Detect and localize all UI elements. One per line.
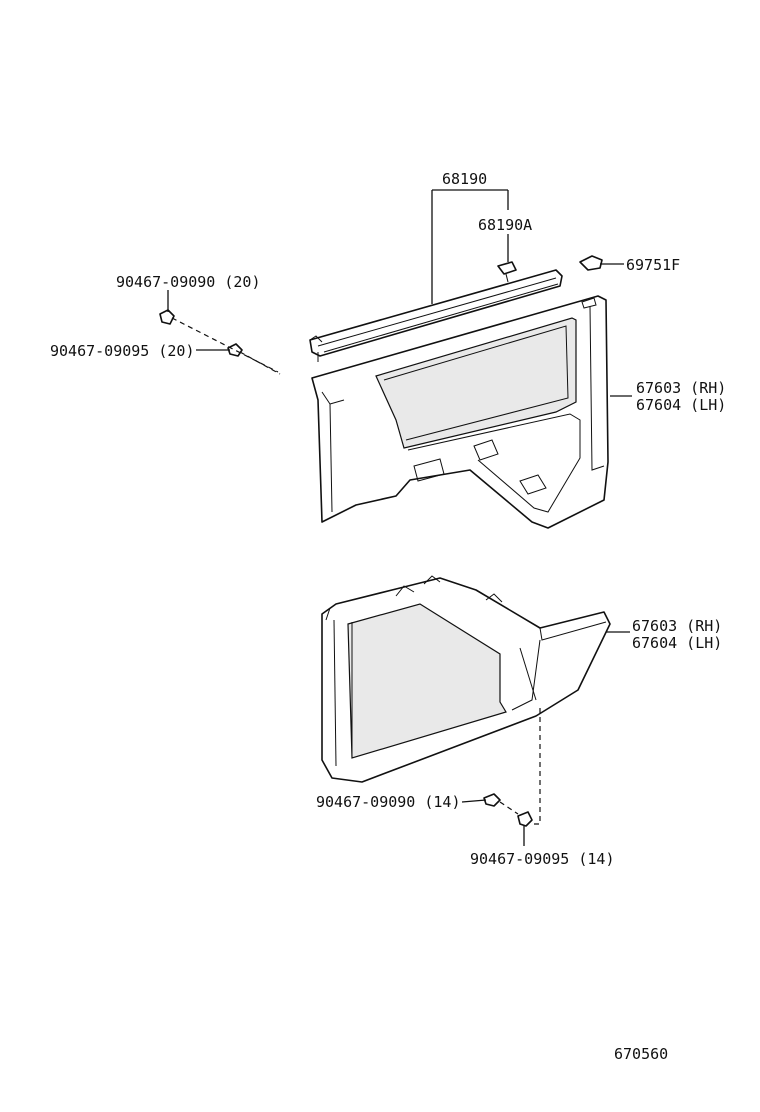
diagram-code: 670560	[614, 1045, 668, 1063]
upper-trim-panel[interactable]	[311, 295, 609, 529]
label-cover: 69751F	[626, 256, 680, 274]
cover-part[interactable]	[579, 255, 603, 271]
label-molding-clip: 68190A	[478, 216, 532, 234]
label-lower-clip-b: 90467-09095 (14)	[470, 850, 615, 868]
window-molding[interactable]	[309, 269, 563, 362]
label-lower-trim-rh: 67603 (RH)	[632, 617, 722, 635]
clip-lower-a[interactable]	[483, 793, 501, 807]
leader-lines	[167, 189, 632, 846]
lower-trim-panel[interactable]	[321, 575, 611, 783]
label-lower-clip-a: 90467-09090 (14)	[316, 793, 461, 811]
molding-clip[interactable]	[497, 261, 517, 283]
clip-upper-a[interactable]	[159, 309, 175, 325]
label-molding: 68190	[442, 170, 487, 188]
clip-upper-b[interactable]	[227, 343, 243, 357]
label-lower-trim-lh: 67604 (LH)	[632, 634, 722, 652]
clip-lower-b[interactable]	[517, 811, 533, 827]
label-upper-clip-a: 90467-09090 (20)	[116, 273, 261, 291]
label-upper-trim-rh: 67603 (RH)	[636, 379, 726, 397]
label-upper-clip-b: 90467-09095 (20)	[50, 342, 195, 360]
label-upper-trim-lh: 67604 (LH)	[636, 396, 726, 414]
